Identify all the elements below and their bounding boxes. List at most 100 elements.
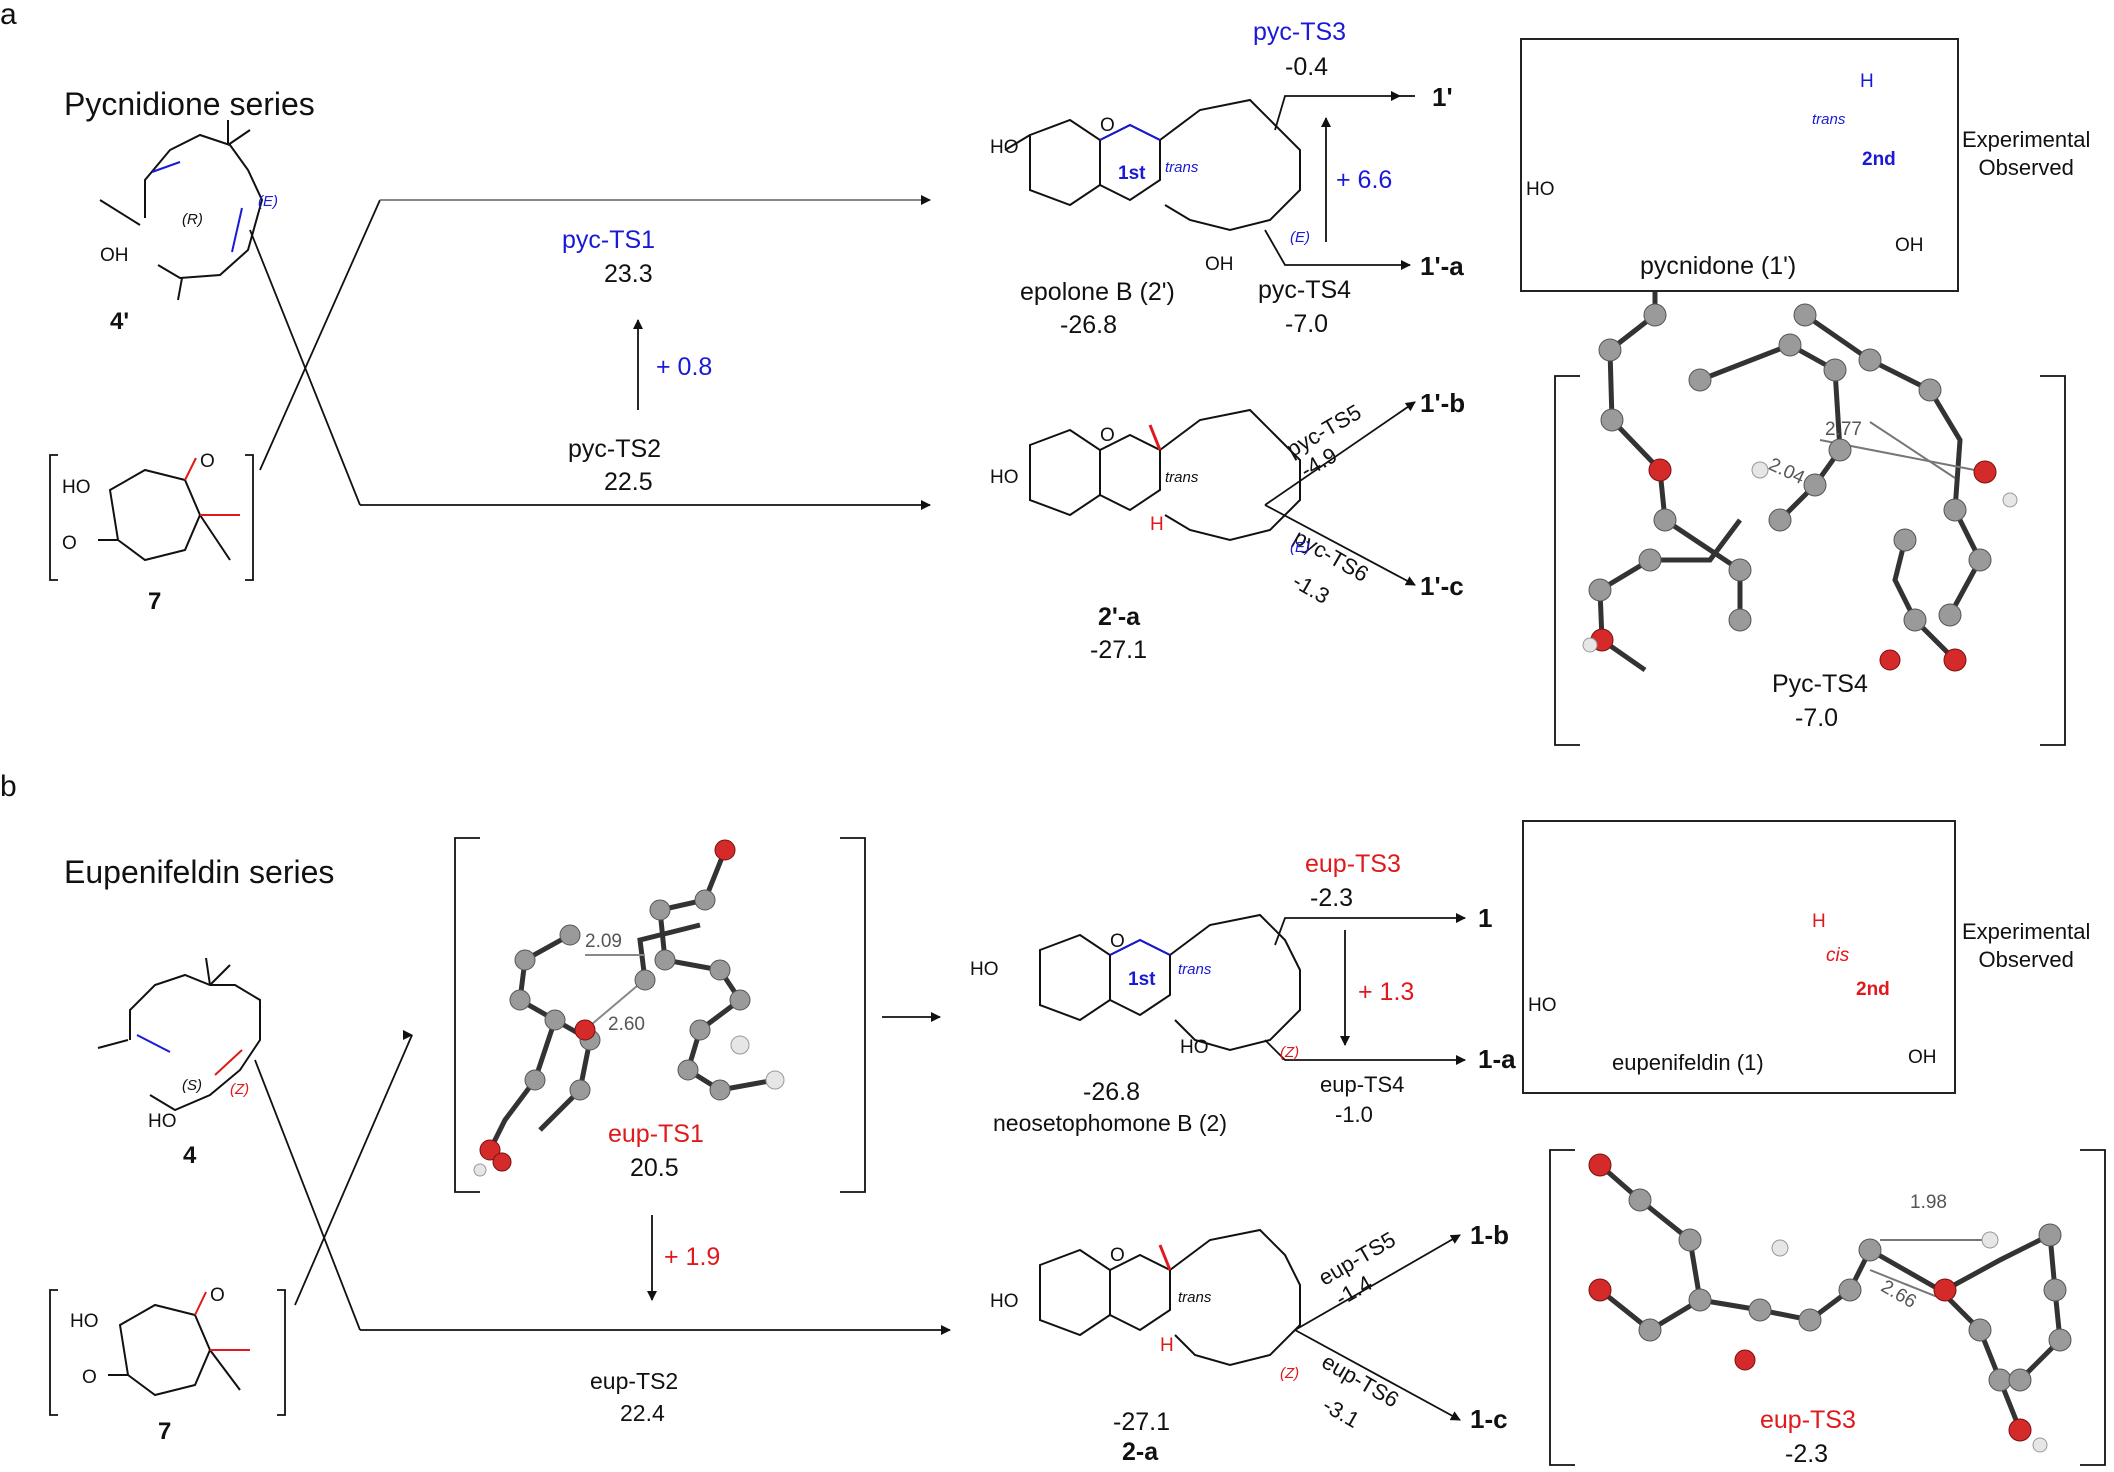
epolone-structure [1004,98,1301,232]
pyc-ts4-3d-model [1582,246,2018,673]
eup-ts4-energy: -1.0 [1335,1102,1373,1127]
pycnidone-stereo: trans [1812,111,1846,128]
panel-b-letter: b [0,770,17,803]
neoseto-a-ho: HO [990,1291,1019,1312]
eup-ts2-energy: 22.4 [620,1400,665,1426]
epolone-ho: HO [990,137,1019,158]
pyc-ts4-energy: -7.0 [1285,310,1329,338]
panel-b-series-title: Eupenifeldin series [64,854,335,890]
eupenifeldin-h: H [1812,911,1826,932]
epolone-a-h: H [1150,514,1164,535]
pyc-ts4-3d-energy: -7.0 [1795,704,1839,732]
diene-4prime-oh: OH [100,245,129,266]
pyc-ts3-label: pyc-TS3 [1253,18,1347,46]
quinone-7b-o1: O [82,1367,97,1388]
eupenifeldin-oh: OH [1908,1047,1937,1068]
product-1prime: 1' [1432,82,1453,112]
epolone-o: O [1100,115,1115,136]
product-1prime-c: 1'-c [1420,571,1464,601]
eup-ts3-energy: -2.3 [1310,884,1354,912]
neoseto-o: O [1110,931,1125,952]
eup-ts1-energy: 20.5 [630,1154,679,1182]
diene-4-stereo-s: (S) [182,1077,202,1094]
epolone-a-stereo: trans [1165,469,1199,486]
eup-ts4-label: eup-TS4 [1320,1072,1405,1097]
neosetophomone-structure [1039,913,1301,1052]
pycnidone-observed: Experimental Observed [1962,127,2091,180]
panel-a-series-title: Pycnidione series [64,86,315,122]
epolone-a-energy: -27.1 [1090,636,1147,664]
panel-a-letter: a [0,0,17,31]
diene-4prime-stereo-r: (R) [182,211,203,228]
eupenifeldin-ho: HO [1528,995,1557,1016]
neoseto-ho2: HO [1180,1037,1209,1058]
diene-4-label: 4 [183,1142,197,1169]
eupenifeldin-observed: Experimental Observed [1962,919,2091,972]
quinone-7a-label: 7 [148,588,162,615]
diene-4-ho: HO [148,1111,177,1132]
product-1prime-a: 1'-a [1420,251,1464,281]
pycnidone-box [1520,38,1959,292]
neoseto-label: neosetophomone B (2) [993,1110,1227,1136]
eupenifeldin-name: eupenifeldin (1) [1612,1050,1764,1075]
diene-4-structure [97,957,261,1112]
neoseto-a-o: O [1110,1245,1125,1266]
pyc-ts4-3d-d1: 2.77 [1825,419,1862,440]
eupenifeldin-ring2: 2nd [1856,979,1890,1000]
pyc-ts1-energy: 23.3 [604,260,653,288]
eup-ts1-3d-model [473,839,785,1177]
pycnidone-ring2: 2nd [1862,149,1896,170]
eup-ts3-3d-d1: 1.98 [1910,1192,1947,1213]
neoseto-a-z: (Z) [1280,1365,1300,1382]
epolone-e: (E) [1290,229,1310,246]
neoseto-a-energy: -27.1 [1113,1408,1170,1436]
pycnidone-oh: OH [1895,235,1924,256]
pyc-ts4-label: pyc-TS4 [1258,276,1352,304]
eup-ts3-3d-model [1588,1153,2072,1453]
epolone-a-ho: HO [990,467,1019,488]
neoseto-a-h: H [1160,1335,1174,1356]
epolone-stereo: trans [1165,159,1199,176]
epolone-a-structure [1029,408,1301,542]
epolone-ring1: 1st [1118,163,1146,184]
quinone-7a-ho: HO [62,477,91,498]
quinone-7a-o1: O [62,533,77,554]
neoseto-ho: HO [970,959,999,980]
eup-ts1-3d-d1: 2.09 [585,931,622,952]
eup-ts1-3d-d2: 2.60 [608,1014,645,1035]
eupenifeldin-stereo: cis [1826,945,1850,966]
eupenifeldin-box [1522,820,1956,1094]
neoseto-a-label: 2-a [1122,1438,1159,1466]
epolone-oh: OH [1205,254,1234,275]
epolone-a-label: 2'-a [1098,603,1141,631]
epolone-label: epolone B (2') [1020,278,1175,306]
pycnidone-h: H [1860,71,1874,92]
pyc-ts-gap: + 0.8 [656,353,713,381]
eup-ts3-3d-label: eup-TS3 [1760,1406,1856,1434]
product-1-a: 1-a [1478,1044,1516,1074]
eup-ts34-gap: + 1.3 [1358,978,1415,1006]
epolone-energy: -26.8 [1060,311,1117,339]
pycnidone-name: pycnidone (1') [1640,252,1797,280]
quinone-7a-o2: O [200,451,215,472]
epolone-a-e: (E) [1290,539,1310,556]
pyc-ts34-gap: + 6.6 [1336,166,1393,194]
pyc-ts4-3d-label: Pyc-TS4 [1772,670,1868,698]
diene-4prime-structure [99,120,264,301]
neoseto-a-stereo: trans [1178,1289,1212,1306]
pyc-ts2-energy: 22.5 [604,468,653,496]
eup-ts3-3d-energy: -2.3 [1785,1440,1829,1468]
eup-ts2-label: eup-TS2 [590,1368,679,1394]
pyc-ts1-label: pyc-TS1 [562,226,656,254]
quinone-7a-structure [98,468,231,562]
neoseto-energy: -26.8 [1083,1078,1140,1106]
diene-4prime-stereo-e: (E) [258,193,278,210]
pycnidone-ho: HO [1526,179,1555,200]
neoseto-stereo: trans [1178,961,1212,978]
eup-ts1-label: eup-TS1 [608,1120,704,1148]
neoseto-z: (Z) [1280,1044,1300,1061]
neoseto-ring1: 1st [1128,969,1156,990]
diene-4prime-label: 4' [110,308,130,335]
product-1prime-b: 1'-b [1420,388,1466,418]
